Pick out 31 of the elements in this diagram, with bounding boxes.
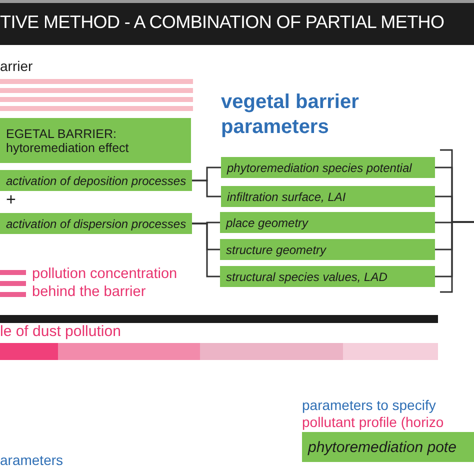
- box-text: place geometry: [226, 216, 310, 230]
- box-text: infiltration surface, LAI: [227, 190, 347, 204]
- title: TIVE METHOD - A COMBINATION OF PARTIAL METHO: [0, 12, 444, 33]
- process-box: [0, 170, 192, 191]
- connector-line: [192, 222, 220, 278]
- box-text: activation of deposition processes: [6, 174, 188, 188]
- process-box: [0, 118, 191, 163]
- heading: vegetal barrier parameters: [221, 90, 360, 140]
- process-box: [220, 239, 435, 260]
- plus-sign: +: [6, 190, 16, 210]
- box-text: activation of dispersion processes: [6, 216, 188, 230]
- process-box: [0, 213, 192, 234]
- connector-line: [435, 221, 474, 278]
- label: parameters to specify: [302, 397, 436, 413]
- box-text: structure geometry: [226, 242, 328, 256]
- label: arameters: [0, 452, 64, 468]
- label: pollutant profile (horizo: [302, 414, 444, 430]
- box-text: phytoremediation pote: [308, 438, 458, 456]
- box-text: structural species values, LAD: [226, 270, 388, 284]
- label: le of dust pollution: [0, 323, 121, 340]
- label: arrier: [0, 58, 33, 74]
- process-box: [220, 212, 435, 233]
- process-box: [221, 186, 435, 207]
- process-box: [221, 157, 435, 178]
- connector-line: [192, 180, 221, 198]
- process-box: [220, 266, 435, 287]
- legend-text: pollution concentration behind the barrier: [32, 265, 178, 302]
- box-text: hytoremediation effect: [6, 140, 130, 154]
- box-text: phytoremediation species potential: [227, 160, 413, 174]
- process-box: [302, 432, 474, 462]
- box-text: EGETAL BARRIER:: [6, 126, 118, 140]
